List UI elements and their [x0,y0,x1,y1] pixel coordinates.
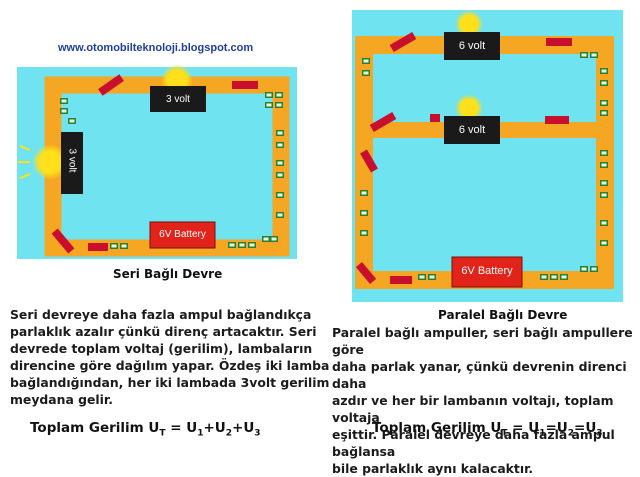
parallel-text-line: Paralel bağlı ampuller, seri bağlı ampul… [332,325,633,357]
series-explanation: Seri devreye daha fazla ampul bağlandıkç… [10,306,330,408]
parallel-components [355,32,608,284]
series-battery-label: 6V Battery [159,229,206,240]
site-url[interactable]: www.otomobilteknoloji.blogspot.com [58,42,254,54]
parallel-explanation: Paralel bağlı ampuller, seri bağlı ampul… [332,324,637,477]
series-text-line: Seri devreye daha fazla ampul bağlandıkç… [10,307,312,322]
series-text-line: bağlandığından, her iki lambada 3volt ge… [10,375,330,390]
parallel-text-line: daha parlak yanar, çünkü devrenin direnc… [332,359,627,391]
parallel-bulb-middle [444,94,500,144]
series-text-line: parlaklık azalır çünkü direnç artacaktır… [10,324,317,339]
circuit-diagrams [17,10,623,302]
series-formula: Toplam Gerilim UT = U1+U2+U3 [30,420,261,439]
series-text-line: devrede toplam voltaj (gerilim), lambala… [10,341,313,356]
series-caption: Seri Bağlı Devre [113,267,223,281]
parallel-bulb-top [444,10,500,60]
parallel-text-line: azdır ve her bir lambanın voltajı, topla… [332,393,614,425]
series-bulb-top [150,64,206,112]
series-wire-loop [44,76,290,257]
series-bulb-top-body [150,86,206,112]
parallel-wire-outer [355,36,614,289]
series-battery [149,221,216,249]
parallel-text-line: eşittir. Paralel devreye daha fazla ampu… [332,427,615,459]
series-components [51,74,284,254]
parallel-text-line: bile parlaklık aynı kalacaktır. [332,461,534,476]
parallel-bulb-top-body [444,32,500,60]
parallel-battery [451,256,523,288]
series-text-line: direncine göre dağılım yapar. Özdeş iki … [10,358,330,373]
series-bulb-left-label: 3 volt [66,148,78,173]
parallel-formula: Toplam Gerilim UT = U1=U2=U3 [372,420,603,439]
parallel-bulb-top-label: 6 volt [458,40,486,52]
parallel-bulb-middle-label: 6 volt [458,124,486,136]
series-bulb-left-body [61,132,83,194]
parallel-caption: Paralel Bağlı Devre [438,308,568,322]
parallel-battery-label: 6V Battery [461,265,513,277]
parallel-bulb-middle-body [444,116,500,144]
series-bulb-left [18,132,83,194]
series-bulb-top-label: 3 volt [166,94,190,105]
series-text-line: meydana gelir. [10,392,113,407]
